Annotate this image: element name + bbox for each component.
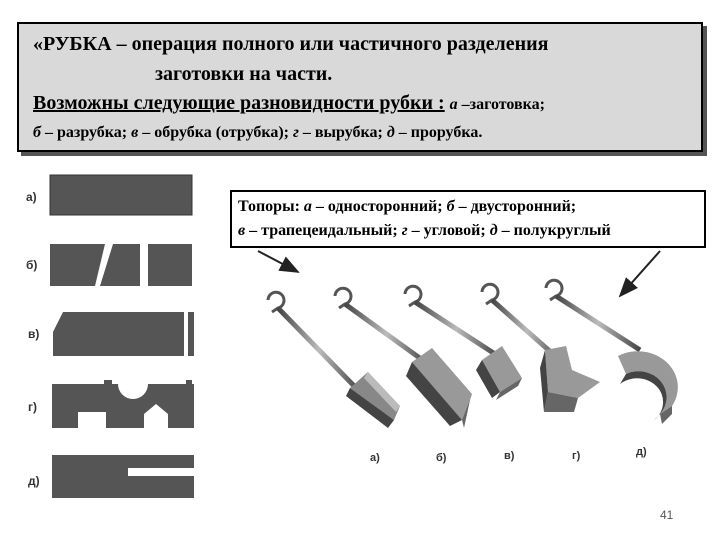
axe-label-g: г) xyxy=(572,450,581,462)
letter-d: д xyxy=(386,124,395,141)
page-number: 41 xyxy=(660,508,674,522)
caption-b-letter: б xyxy=(446,198,455,215)
caption-v-letter: в xyxy=(238,222,246,239)
blank-b-middle xyxy=(100,244,140,286)
axe-label-d: д) xyxy=(636,446,647,458)
blank-v-end xyxy=(188,312,194,356)
arrow-left xyxy=(257,250,300,273)
caption-v-text: – трапецеидальный; xyxy=(245,222,402,239)
blank-v-main xyxy=(53,312,184,356)
letter-a: а xyxy=(449,96,458,113)
text-g: – вырубка; xyxy=(298,124,387,141)
title-line-3: Возможны следующие разновидности рубки :… xyxy=(33,92,545,115)
blank-d xyxy=(52,455,194,498)
caption-a-text: – односторонний; xyxy=(311,198,447,215)
caption-line-2: в – трапецеидальный; г – угловой; д – по… xyxy=(238,219,698,243)
title-box: «РУБКА – операция полного или частичного… xyxy=(17,22,703,152)
axe-g xyxy=(480,282,600,412)
blank-b-left xyxy=(50,244,105,286)
text-d: – прорубка. xyxy=(394,124,483,141)
caption-d-text: – полукруглый xyxy=(497,222,611,239)
cut-label-a: а) xyxy=(26,190,37,204)
text-v: – обрубка (отрубка); xyxy=(138,124,293,141)
axe-label-b: б) xyxy=(436,452,447,464)
cut-label-b: б) xyxy=(26,258,38,272)
caption-line-1: Топоры: а – односторонний; б – двусторон… xyxy=(238,195,698,219)
letter-v: в xyxy=(131,124,139,141)
axe-a xyxy=(266,290,400,428)
axe-b xyxy=(333,286,472,428)
caption-b-text: – двусторонний; xyxy=(454,198,577,215)
letter-g: г xyxy=(292,124,299,141)
blank-a xyxy=(49,174,193,216)
cut-label-d: д) xyxy=(28,474,40,488)
text-b: – разрубка; xyxy=(40,124,132,141)
axe-v xyxy=(403,284,522,400)
axe-d xyxy=(544,278,678,424)
arrow-right xyxy=(618,250,661,298)
text-a: –заготовка; xyxy=(457,96,545,113)
letter-b: б xyxy=(33,124,41,141)
caption-d-letter: д xyxy=(489,222,498,239)
caption-a-letter: а xyxy=(303,198,312,215)
caption-g-text: – угловой; xyxy=(407,222,490,239)
axe-label-v: в) xyxy=(504,450,515,462)
cut-label-v: в) xyxy=(28,327,40,341)
caption-g-letter: г xyxy=(401,222,408,239)
title-line-2: заготовки на части. xyxy=(155,63,333,85)
blank-g xyxy=(52,380,194,428)
axe-label-a: а) xyxy=(370,452,380,464)
title-line-3-main: Возможны следующие разновидности рубки : xyxy=(33,92,445,114)
title-line-1: «РУБКА – операция полного или частичного… xyxy=(33,33,549,55)
axes-caption-box: Топоры: а – односторонний; б – двусторон… xyxy=(230,190,706,248)
caption-prefix: Топоры: xyxy=(238,198,304,215)
cut-label-g: г) xyxy=(28,400,37,414)
title-line-4: б – разрубка; в – обрубка (отрубка); г –… xyxy=(33,124,482,142)
blank-b-right xyxy=(148,244,192,286)
